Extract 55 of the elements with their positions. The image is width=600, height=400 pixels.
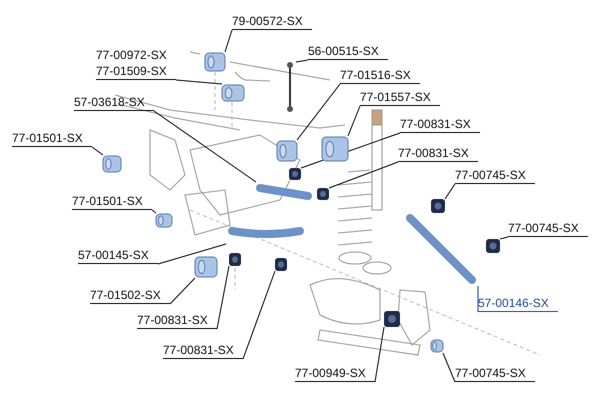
leader-line xyxy=(224,30,232,52)
bushing-drawing xyxy=(229,253,241,266)
leader-line xyxy=(444,184,456,200)
bushing-drawing xyxy=(156,213,172,228)
part-number: 57-00146-SX xyxy=(478,296,558,312)
part-number: 77-01501-SX xyxy=(12,131,92,147)
part-number: 77-00831-SX xyxy=(163,343,243,359)
control-arm-drawing xyxy=(256,182,312,202)
leader-line xyxy=(348,106,360,136)
leader-line xyxy=(154,110,256,182)
leader-line xyxy=(296,60,308,62)
stabilizer-link-drawing xyxy=(284,62,296,112)
part-number: 77-01509-SX xyxy=(96,64,176,80)
leader-line xyxy=(216,266,230,330)
leader-line xyxy=(242,270,276,360)
part-number: 77-00745-SX xyxy=(455,366,535,382)
bushing-drawing xyxy=(277,140,297,162)
leader-line xyxy=(374,326,384,382)
leader-line xyxy=(152,210,156,214)
bushing-drawing xyxy=(322,136,348,162)
leader-line xyxy=(158,244,226,264)
part-number: 77-00831-SX xyxy=(398,146,478,162)
bushing-drawing xyxy=(317,188,329,200)
part-number: 77-00831-SX xyxy=(137,313,217,329)
bushing-drawing xyxy=(289,168,301,180)
leader-line xyxy=(500,236,508,240)
part-number: 57-00145-SX xyxy=(78,248,158,264)
part-number: 77-00745-SX xyxy=(508,221,588,237)
leader-line xyxy=(176,80,222,84)
leader-line xyxy=(442,352,456,382)
leader-line xyxy=(328,162,398,188)
leader-line xyxy=(92,146,104,156)
bushing-drawing xyxy=(384,311,400,327)
bushing-drawing xyxy=(275,258,287,271)
bushing-drawing xyxy=(431,199,445,213)
bushing-drawing xyxy=(222,84,244,102)
part-number: 56-00515-SX xyxy=(308,44,388,60)
bushing-drawing xyxy=(195,256,217,278)
part-number: 57-03618-SX xyxy=(74,95,154,111)
part-number: 77-00949-SX xyxy=(295,366,375,382)
part-number: 77-01502-SX xyxy=(90,288,170,304)
control-arm-drawing xyxy=(404,212,478,286)
leader-line xyxy=(296,84,340,140)
bushing-drawing xyxy=(486,239,500,253)
part-number: 77-01557-SX xyxy=(360,90,440,106)
part-number: 77-01501-SX xyxy=(72,194,152,210)
leader-line xyxy=(170,278,196,304)
bushing-drawing xyxy=(431,339,443,353)
part-number: 77-00831-SX xyxy=(400,117,480,133)
bushing-drawing xyxy=(205,52,225,72)
bushing-drawing xyxy=(103,155,121,173)
part-number: 77-00745-SX xyxy=(455,168,535,184)
part-number: 77-01516-SX xyxy=(340,68,420,84)
part-number: 77-00972-SX xyxy=(96,48,168,64)
part-number: 79-00572-SX xyxy=(232,14,312,30)
